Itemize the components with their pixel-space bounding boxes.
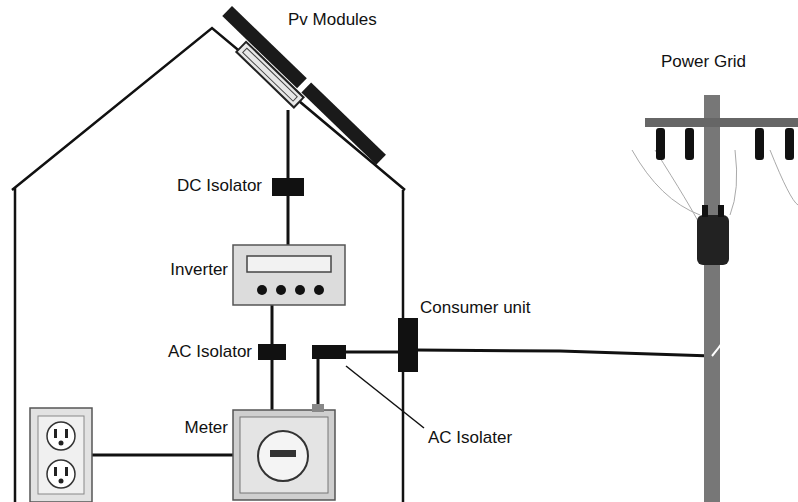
wires — [92, 110, 712, 455]
consumer-unit — [398, 318, 418, 372]
isolator-label: AC Isolator — [168, 342, 252, 362]
outlet — [30, 408, 92, 502]
power-pole — [632, 95, 798, 502]
dc-isolator — [272, 178, 304, 196]
module-label: Pv Modules — [288, 10, 377, 30]
meter — [233, 404, 335, 500]
house-outline — [12, 28, 405, 502]
meter-label: Meter — [185, 418, 228, 438]
grid-label: Power Grid — [661, 52, 746, 72]
leader-line — [346, 366, 424, 428]
ac-isolator — [312, 345, 346, 359]
isolator-label: AC Isolater — [428, 428, 512, 448]
inverter-label: Inverter — [170, 260, 228, 280]
inverter — [233, 245, 345, 305]
ac-isolator — [258, 344, 286, 360]
unit-label: Consumer unit — [420, 298, 531, 318]
isolator-label: DC Isolator — [177, 176, 262, 196]
pv-modules — [211, 6, 386, 176]
